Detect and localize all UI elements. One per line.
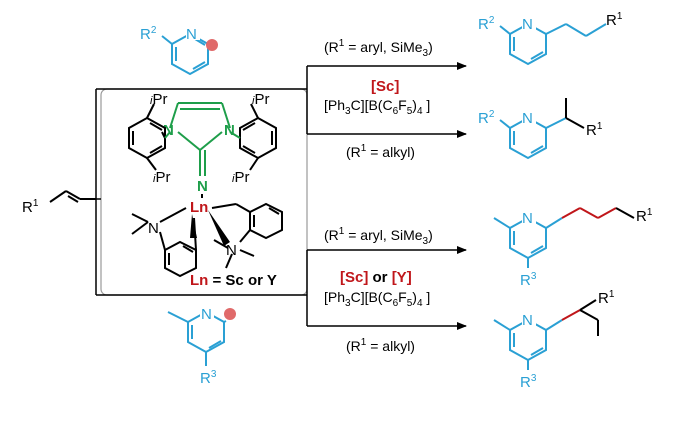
right-benzylamine-arm xyxy=(211,202,283,269)
svg-text:R1: R1 xyxy=(22,198,39,216)
svg-text:R1: R1 xyxy=(586,121,603,139)
bottom-pyridine-substrate: N R3 xyxy=(167,304,236,387)
top-pyridine-substrate: N R2 xyxy=(140,24,218,76)
wedge-bond-left xyxy=(190,214,197,238)
bottom-branch-conditions: (R1 = aryl, SiMe3) [Sc] or [Y] [Ph3C][B(… xyxy=(324,226,433,354)
top-cond-above: (R1 = aryl, SiMe3) xyxy=(324,38,433,59)
svg-text:R1: R1 xyxy=(636,207,653,225)
metal-legend: Ln = Sc or Y xyxy=(190,272,277,289)
svg-text:R2: R2 xyxy=(478,15,495,33)
product-2-branched: N R2 R1 xyxy=(478,98,603,160)
bottom-cocatalyst: [Ph3C][B(C6F5)4 ] xyxy=(324,289,430,309)
bottom-cond-above: (R1 = aryl, SiMe3) xyxy=(324,226,433,247)
svg-text:R3: R3 xyxy=(520,373,537,391)
catalyst-panel: N N N iPr iPr iPr iPr Ln xyxy=(100,88,308,296)
wedge-bond-right xyxy=(208,210,230,246)
svg-text:N: N xyxy=(522,16,533,33)
product-3-linear: N R3 R1 xyxy=(493,207,653,289)
bottom-cond-below: (R1 = alkyl) xyxy=(346,337,415,354)
top-cat-label: [Sc] xyxy=(371,78,399,95)
svg-text:N: N xyxy=(522,312,533,329)
ipr-label-4: iPr xyxy=(232,169,249,186)
ipr-label-1: iPr xyxy=(150,91,167,108)
reaction-arrows xyxy=(307,62,467,330)
ch-activation-site-dot-2 xyxy=(224,308,236,320)
svg-text:N: N xyxy=(224,122,235,139)
bottom-cat-label: [Sc] or [Y] xyxy=(340,269,412,286)
top-cocatalyst: [Ph3C][B(C6F5)4 ] xyxy=(324,97,430,117)
imidazoline-ring xyxy=(169,102,231,176)
ipr-label-3: iPr xyxy=(153,169,170,186)
product-4-branched: N R3 R1 xyxy=(493,289,615,391)
alkene-reactant: R1 xyxy=(22,190,96,216)
metal-center-label: Ln xyxy=(190,199,208,216)
svg-text:N: N xyxy=(163,122,174,139)
top-substrate-n: N xyxy=(186,26,197,43)
amine-n-right: N xyxy=(226,242,237,259)
amine-n-left: N xyxy=(148,220,159,237)
imine-n-label: N xyxy=(197,178,208,195)
scheme-bracket xyxy=(95,66,308,326)
svg-text:N: N xyxy=(522,110,533,127)
svg-text:R1: R1 xyxy=(606,11,623,29)
svg-text:R2: R2 xyxy=(478,109,495,127)
ipr-label-2: iPr xyxy=(252,91,269,108)
svg-text:R3: R3 xyxy=(520,271,537,289)
bottom-substrate-n: N xyxy=(201,306,212,323)
top-substrate-r2: R2 xyxy=(140,25,157,43)
product-1-linear: N R2 R1 xyxy=(478,11,623,66)
right-dipp-aryl xyxy=(239,103,277,171)
bottom-substrate-r3: R3 xyxy=(200,369,217,387)
svg-text:N: N xyxy=(522,210,533,227)
ch-activation-site-dot xyxy=(206,39,218,51)
top-branch-conditions: (R1 = aryl, SiMe3) [Sc] [Ph3C][B(C6F5)4 … xyxy=(324,38,433,160)
svg-text:R1: R1 xyxy=(598,289,615,307)
left-dipp-aryl xyxy=(128,103,166,171)
top-cond-below: (R1 = alkyl) xyxy=(346,143,415,160)
